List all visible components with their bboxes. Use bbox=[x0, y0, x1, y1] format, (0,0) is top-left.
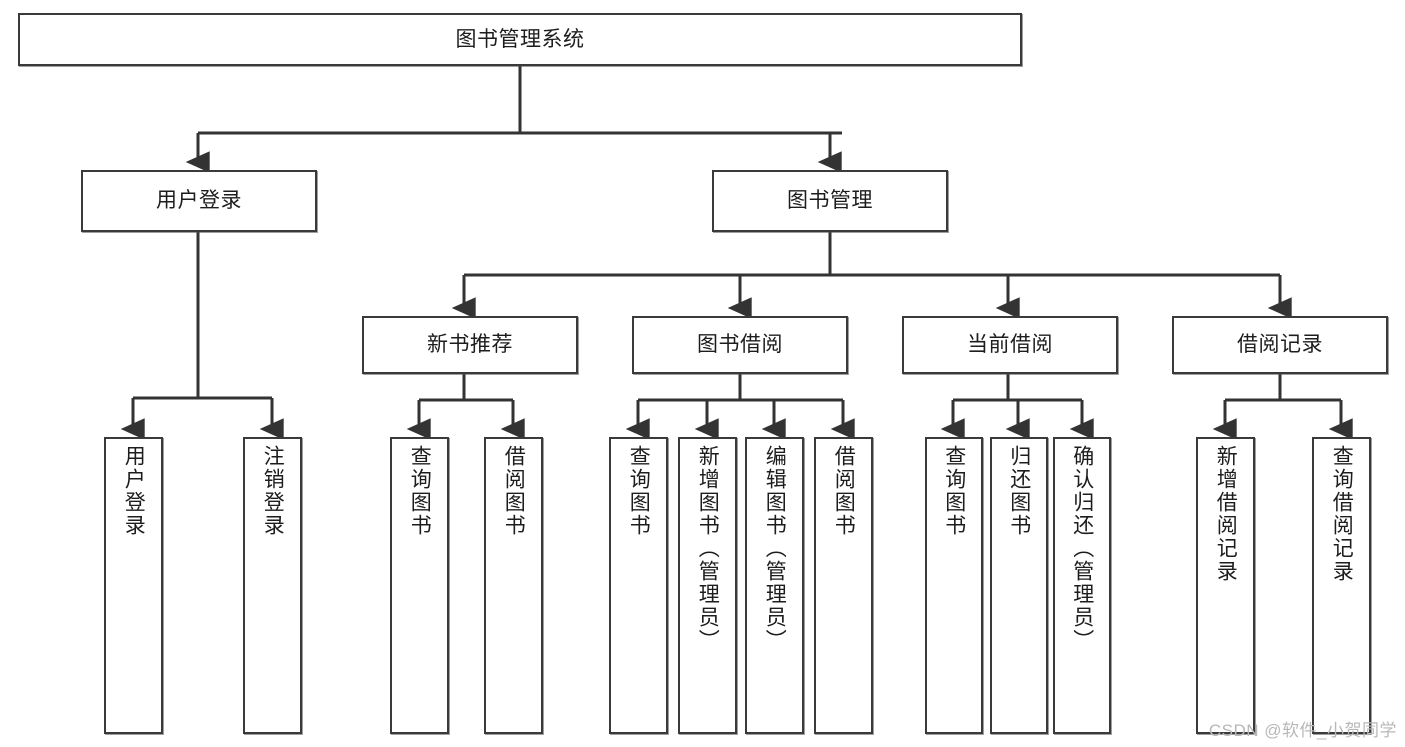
node-current-borrow[interactable]: 当前借阅 bbox=[902, 316, 1118, 374]
leaf-edit-book-admin[interactable]: 编辑图书（管理员） bbox=[745, 437, 804, 734]
node-label: 当前借阅 bbox=[967, 333, 1053, 357]
node-label: 注销登录 bbox=[261, 445, 285, 537]
node-label: 借阅图书 bbox=[832, 445, 856, 537]
node-label: 确认归还（管理员） bbox=[1070, 445, 1094, 652]
node-book-management[interactable]: 图书管理 bbox=[712, 170, 948, 232]
node-label: 新增借阅记录 bbox=[1214, 445, 1238, 583]
node-label: 借阅图书 bbox=[502, 445, 526, 537]
leaf-return-book[interactable]: 归还图书 bbox=[990, 437, 1048, 734]
node-label: 借阅记录 bbox=[1237, 333, 1323, 357]
leaf-user-login[interactable]: 用户登录 bbox=[104, 437, 163, 734]
node-label: 查询图书 bbox=[627, 445, 651, 537]
node-label: 新书推荐 bbox=[427, 333, 513, 357]
watermark-text: CSDN @软件_小贺同学 bbox=[1208, 721, 1397, 740]
node-root-system[interactable]: 图书管理系统 bbox=[18, 13, 1022, 66]
leaf-query-book-recommend[interactable]: 查询图书 bbox=[390, 437, 449, 734]
leaf-add-book-admin[interactable]: 新增图书（管理员） bbox=[678, 437, 737, 734]
node-user-login[interactable]: 用户登录 bbox=[81, 170, 317, 232]
leaf-query-book-borrow[interactable]: 查询图书 bbox=[609, 437, 668, 734]
node-new-book-recommend[interactable]: 新书推荐 bbox=[362, 316, 578, 374]
leaf-confirm-return-admin[interactable]: 确认归还（管理员） bbox=[1053, 437, 1111, 734]
node-label: 用户登录 bbox=[122, 445, 146, 537]
node-label: 图书管理系统 bbox=[455, 27, 585, 51]
leaf-logout[interactable]: 注销登录 bbox=[243, 437, 302, 734]
leaf-borrow-book-recommend[interactable]: 借阅图书 bbox=[484, 437, 543, 734]
node-borrow-record[interactable]: 借阅记录 bbox=[1172, 316, 1388, 374]
node-label: 查询图书 bbox=[942, 445, 966, 537]
node-book-borrow[interactable]: 图书借阅 bbox=[632, 316, 848, 374]
leaf-borrow-book[interactable]: 借阅图书 bbox=[814, 437, 873, 734]
node-label: 查询图书 bbox=[408, 445, 432, 537]
node-label: 新增图书（管理员） bbox=[696, 445, 720, 652]
leaf-query-borrow-record[interactable]: 查询借阅记录 bbox=[1312, 437, 1371, 734]
node-label: 图书管理 bbox=[787, 189, 873, 213]
leaf-add-borrow-record[interactable]: 新增借阅记录 bbox=[1196, 437, 1255, 734]
node-label: 查询借阅记录 bbox=[1330, 445, 1354, 583]
node-label: 归还图书 bbox=[1007, 445, 1031, 537]
node-label: 图书借阅 bbox=[697, 333, 783, 357]
node-label: 编辑图书（管理员） bbox=[763, 445, 787, 652]
leaf-query-book-current[interactable]: 查询图书 bbox=[925, 437, 983, 734]
node-label: 用户登录 bbox=[156, 189, 242, 213]
